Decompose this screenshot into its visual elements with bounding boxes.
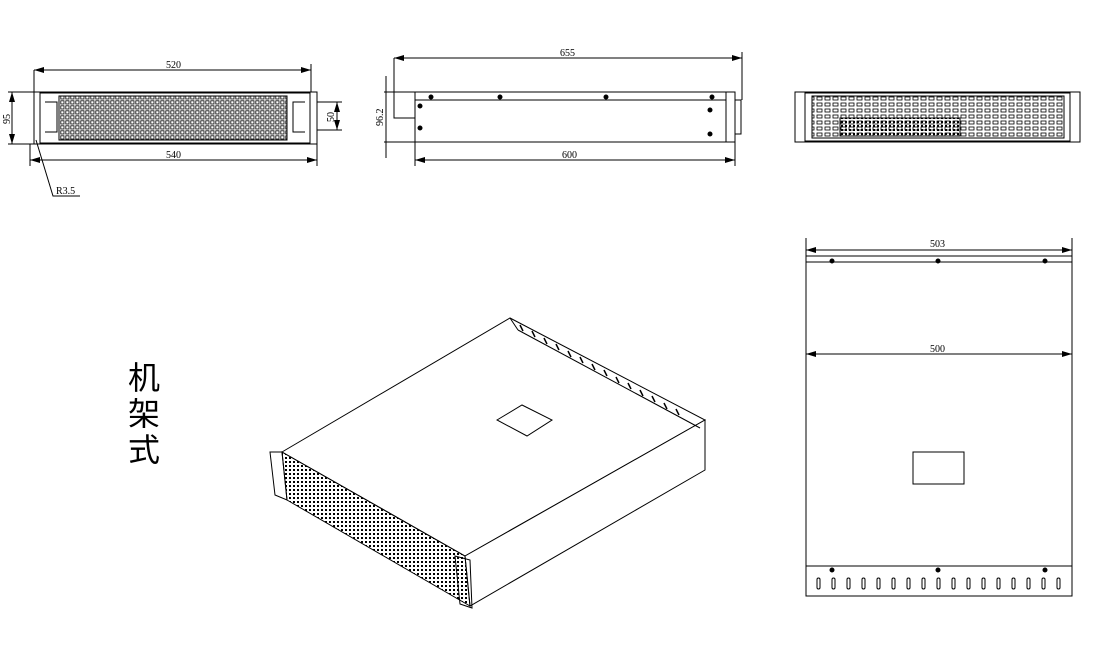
dim-600: 600 [562, 150, 577, 161]
side-view [384, 52, 743, 166]
rear-view [794, 91, 1081, 143]
dimension-labels: 520 540 95 50 R3.5 655 600 96.2 503 500 [2, 48, 945, 355]
dim-520: 520 [166, 60, 181, 71]
dim-503: 503 [930, 239, 945, 250]
drawing-title: 机架式 [128, 359, 161, 469]
isometric-view [269, 317, 707, 609]
dim-655: 655 [560, 48, 575, 59]
dim-540: 540 [166, 150, 181, 161]
dim-96-2: 96.2 [375, 109, 386, 127]
dim-r3-5: R3.5 [56, 186, 75, 197]
front-view [8, 64, 342, 197]
dim-500: 500 [930, 344, 945, 355]
dim-50: 50 [326, 112, 337, 122]
top-view [805, 238, 1073, 597]
dim-95: 95 [2, 114, 13, 124]
